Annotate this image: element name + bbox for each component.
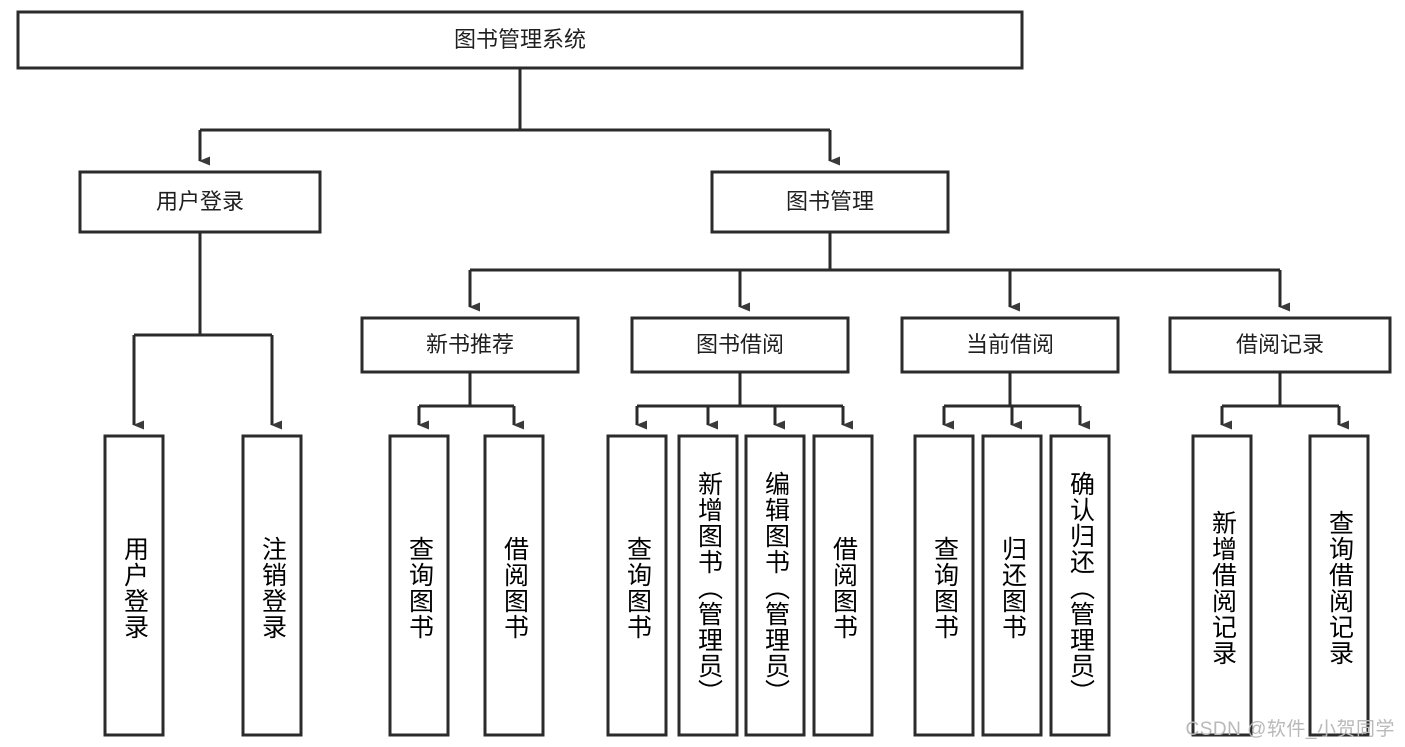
node-label-borrow-record: 借阅记录 (1236, 332, 1324, 357)
node-box-borrow-book-1[interactable] (483, 434, 545, 737)
node-box-confirm-return-admin[interactable] (1049, 434, 1111, 737)
node-box-user-login[interactable] (78, 170, 322, 234)
node-box-current-borrow[interactable] (900, 316, 1120, 374)
node-label-current-borrow: 当前借阅 (966, 332, 1054, 357)
node-box-book-manage[interactable] (710, 170, 950, 234)
node-label-new-book-rec: 新书推荐 (426, 332, 514, 357)
node-box-borrow-book-2[interactable] (812, 434, 874, 737)
node-box-add-borrow-record[interactable] (1191, 434, 1253, 737)
node-box-user-login-do[interactable] (103, 434, 165, 737)
node-label-root: 图书管理系统 (454, 27, 586, 52)
node-box-borrow-record[interactable] (1168, 316, 1392, 374)
node-box-book-borrow[interactable] (630, 316, 850, 374)
node-box-query-book-2[interactable] (606, 434, 668, 737)
csdn-watermark: CSDN @软件_小贺同学 (1185, 719, 1395, 740)
node-box-edit-book-admin[interactable] (744, 434, 806, 737)
node-label-book-borrow: 图书借阅 (696, 332, 784, 357)
node-box-add-book-admin[interactable] (677, 434, 739, 737)
node-box-query-book-3[interactable] (913, 434, 975, 737)
node-box-query-book-1[interactable] (388, 434, 450, 737)
node-box-return-book[interactable] (981, 434, 1043, 737)
node-box-new-book-rec[interactable] (360, 316, 580, 374)
connector-edges-layer (132, 68, 1349, 430)
node-box-query-borrow-record[interactable] (1308, 434, 1370, 737)
node-box-user-logout[interactable] (241, 434, 303, 737)
node-label-user-login: 用户登录 (156, 189, 244, 214)
node-label-book-manage: 图书管理 (786, 189, 874, 214)
node-box-root[interactable] (16, 10, 1024, 70)
